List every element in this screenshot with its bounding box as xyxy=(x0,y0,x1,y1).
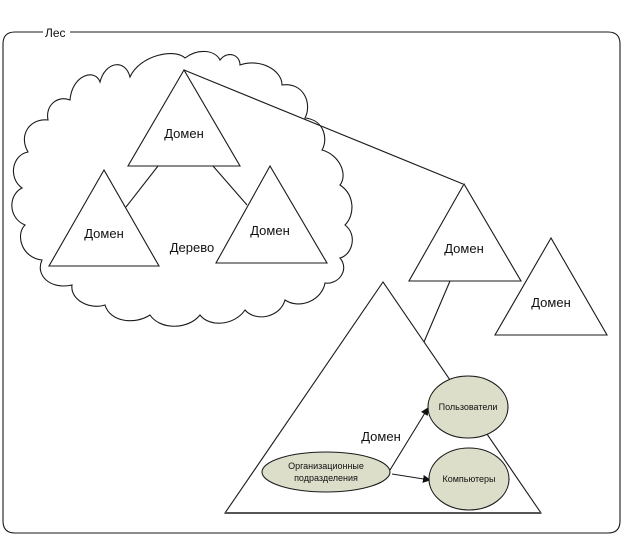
tree-link-left xyxy=(125,165,159,208)
domain-label: Домен xyxy=(164,126,204,141)
domain-label: Домен xyxy=(444,241,484,256)
ou-label-line1: Организационные xyxy=(288,461,364,471)
domain-label: Домен xyxy=(250,223,290,238)
tree-cloud xyxy=(11,50,353,327)
domain-middle-right[interactable]: Домен xyxy=(408,182,522,282)
tree-domain-top[interactable]: Домен xyxy=(127,68,241,167)
tree-link-right xyxy=(212,165,248,206)
tree-domain-right[interactable]: Домен xyxy=(215,164,328,264)
users-label: Пользователи xyxy=(439,402,498,412)
forest-link xyxy=(183,69,464,185)
computers-label: Компьютеры xyxy=(442,474,495,484)
main-domain-label: Домен xyxy=(361,429,401,444)
users-node[interactable]: Пользователи xyxy=(427,375,509,439)
forest-label-bg xyxy=(43,25,69,39)
arrow-to-computers xyxy=(391,473,431,483)
forest-frame xyxy=(2,31,621,534)
domain-link xyxy=(423,280,451,343)
forest-label: Лес xyxy=(45,26,66,40)
domain-far-right[interactable]: Домен xyxy=(494,236,608,336)
domain-label: Домен xyxy=(531,295,571,310)
computers-node[interactable]: Компьютеры xyxy=(428,447,510,511)
tree-label: Дерево xyxy=(170,240,214,255)
domain-label: Домен xyxy=(84,226,124,241)
tree-domain-left[interactable]: Домен xyxy=(48,168,160,267)
ou-node[interactable]: Организационные подразделения xyxy=(261,451,391,493)
arrow-to-users xyxy=(389,407,429,471)
ou-label-line2: подразделения xyxy=(294,473,358,483)
